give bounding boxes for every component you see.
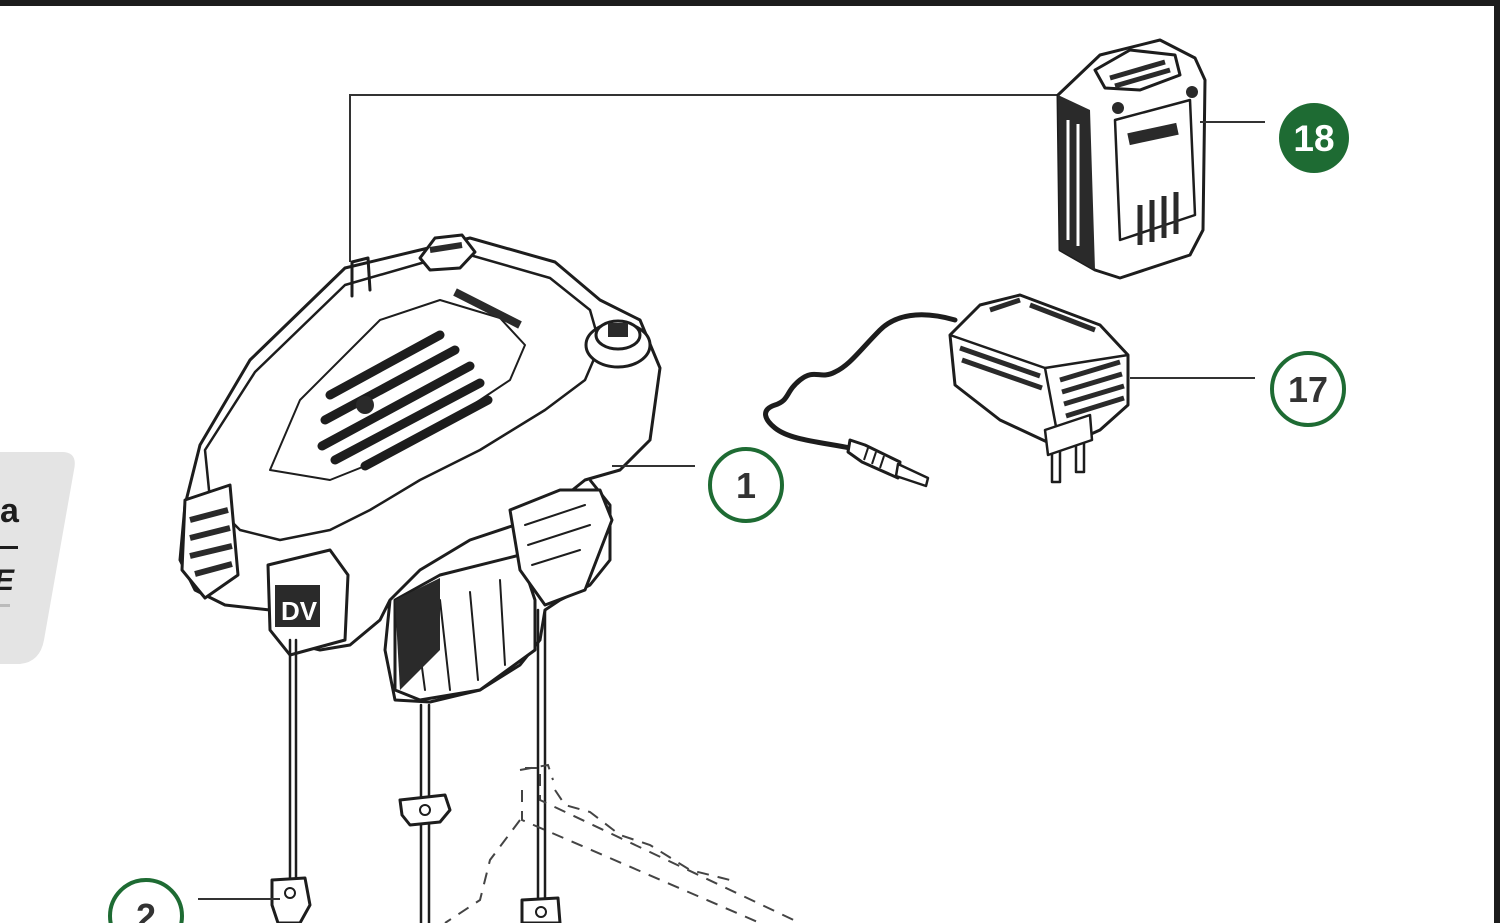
side-tab-logo: a E: [0, 452, 75, 664]
engine-logo-mark: DV: [281, 596, 318, 626]
callout-17-label: 17: [1288, 369, 1328, 410]
leader-battery-to-engine: [349, 94, 1060, 262]
callout-1[interactable]: 1: [708, 447, 784, 523]
callout-1-label: 1: [736, 465, 756, 506]
engine-illustration: DV: [178, 233, 662, 704]
side-tab-letter-top: a: [0, 492, 20, 530]
battery-illustration: [1056, 38, 1207, 280]
callout-2[interactable]: 2: [108, 878, 184, 923]
callout-18-label: 18: [1293, 118, 1334, 159]
callout-18[interactable]: 18: [1279, 103, 1349, 173]
callout-2-label: 2: [136, 896, 156, 923]
callout-17[interactable]: 17: [1270, 351, 1346, 427]
charger-illustration: [763, 293, 1130, 488]
side-tab-letter-bottom: E: [0, 564, 15, 597]
deck-outline-dashed: [444, 763, 801, 923]
